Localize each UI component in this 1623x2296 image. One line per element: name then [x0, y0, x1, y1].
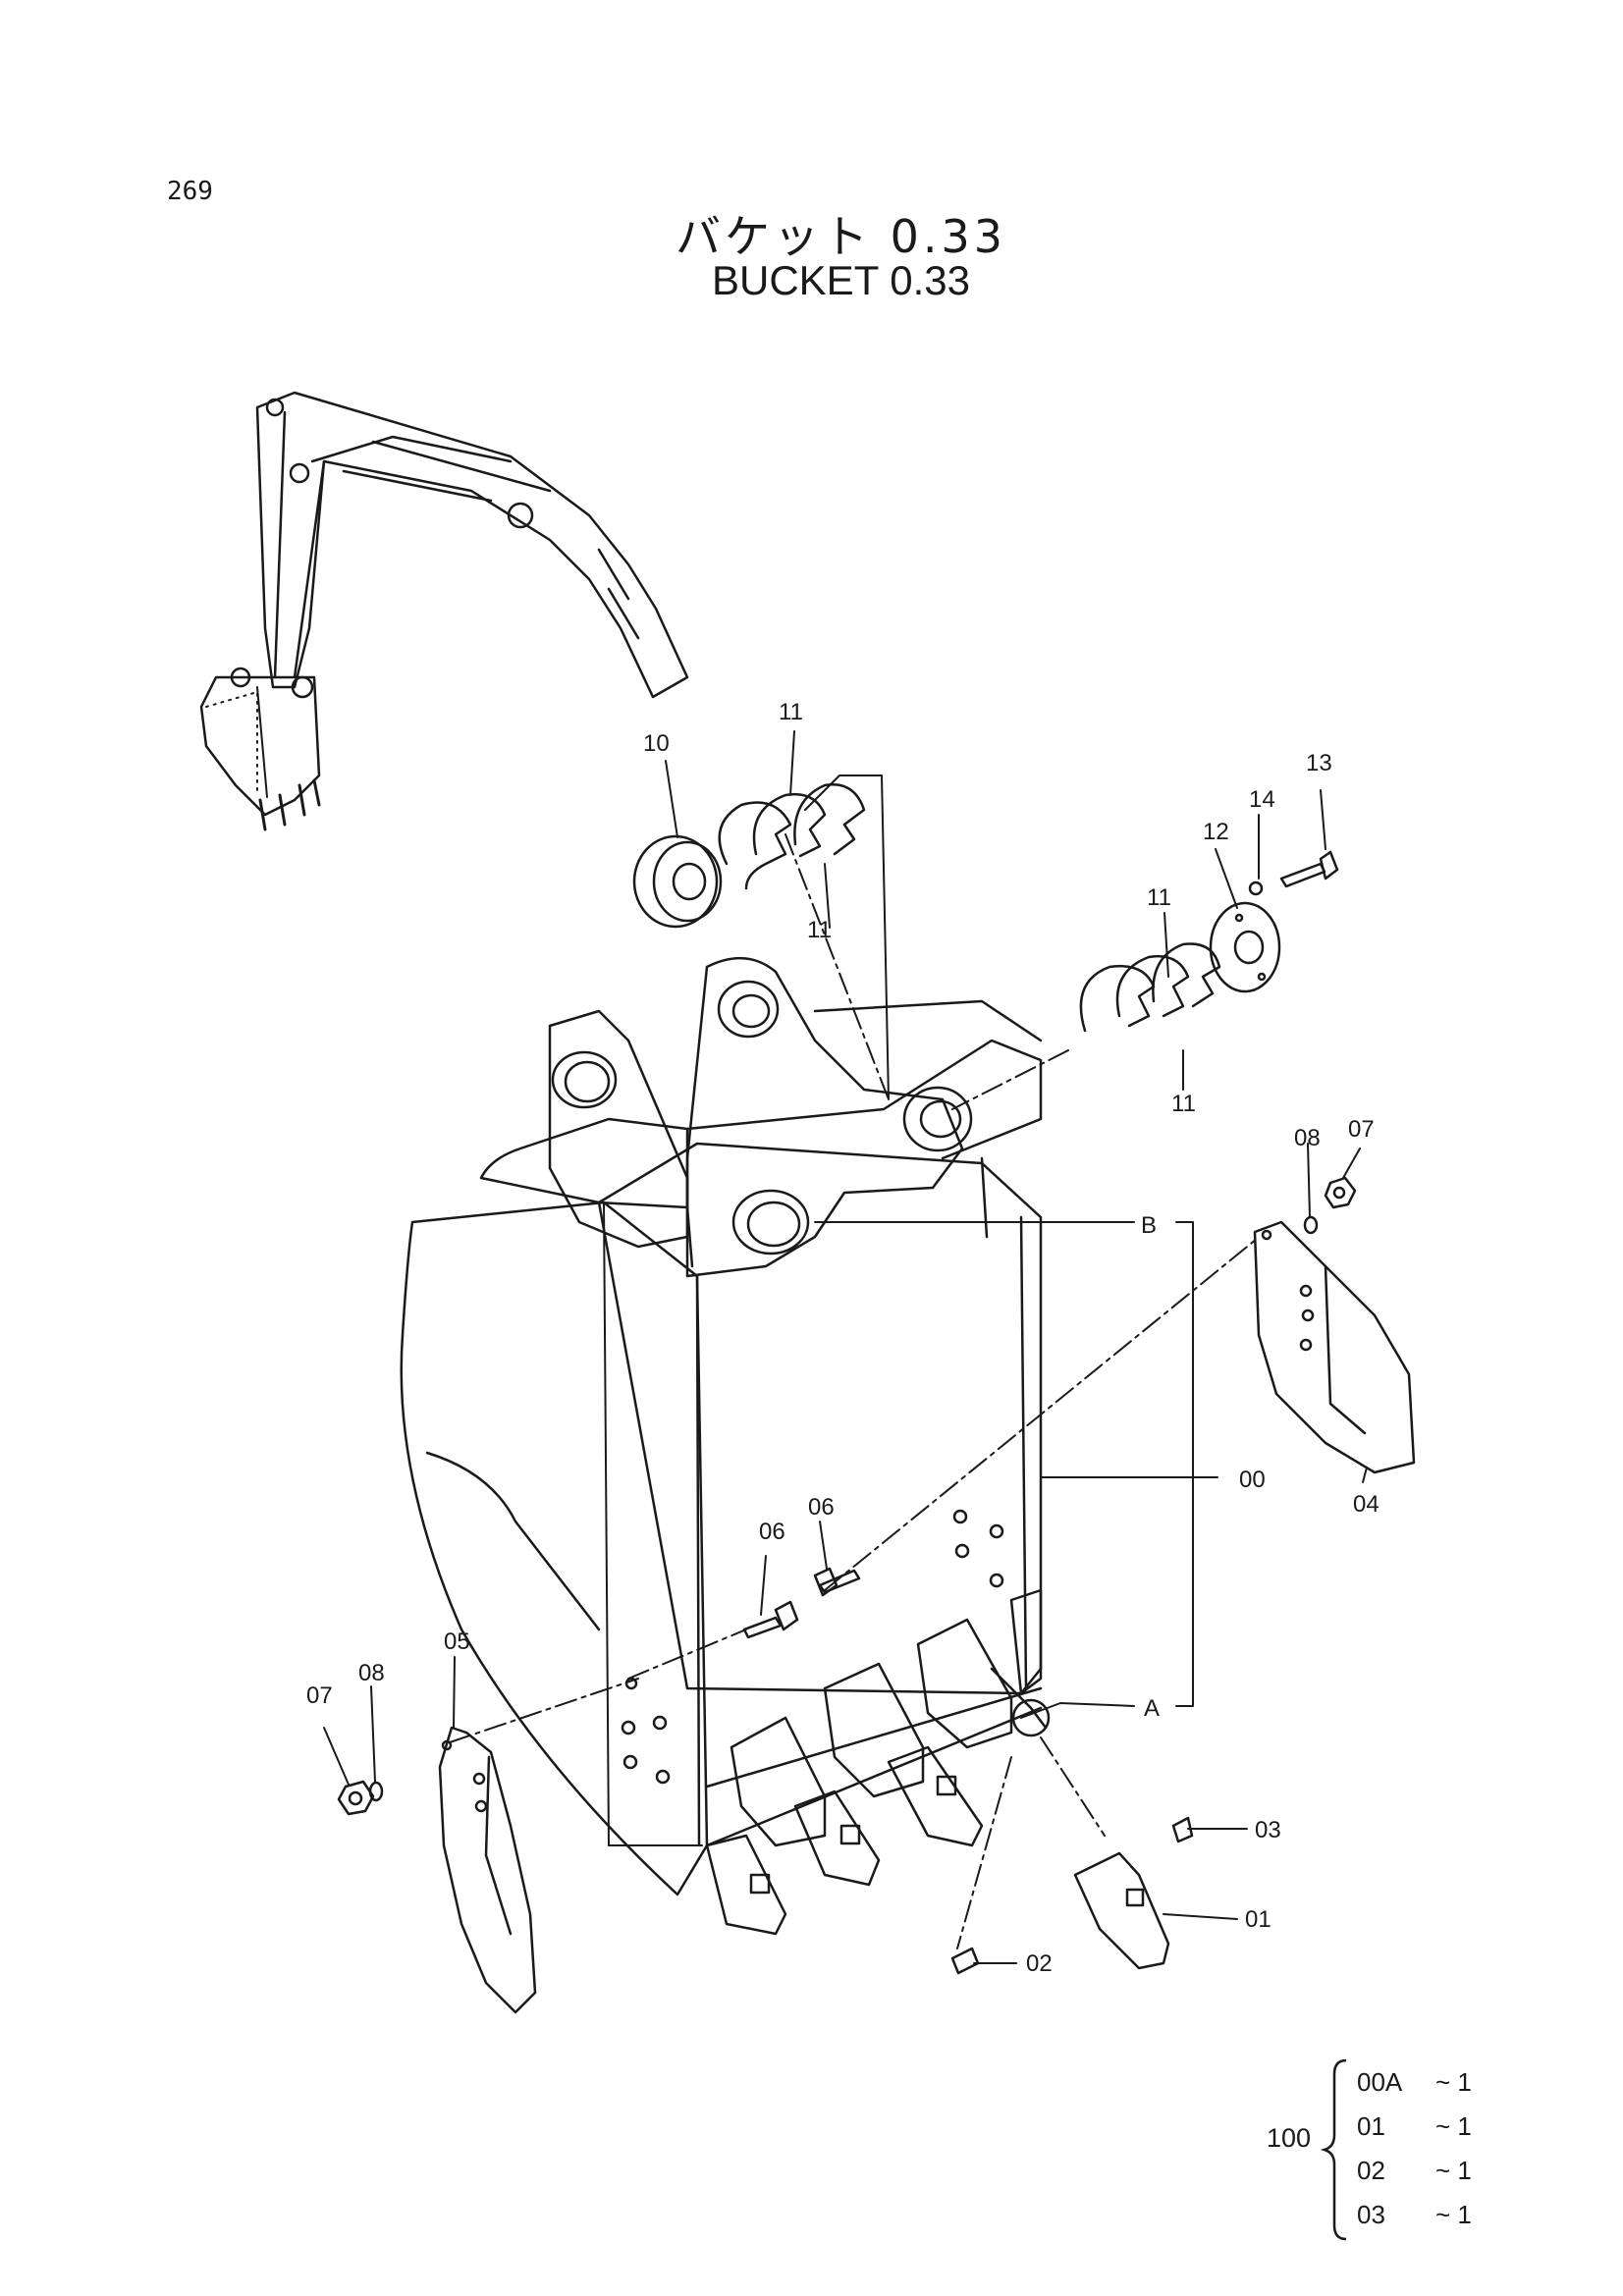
part-01-02-03-tooth-pin-lock	[950, 1816, 1194, 1975]
callout-14: 14	[1249, 786, 1275, 813]
kit-list: 00A~ 1 01~ 1 02~ 1 03~ 1	[1357, 2060, 1472, 2237]
callout-08-right: 08	[1294, 1125, 1321, 1151]
callout-10: 10	[643, 730, 670, 757]
kit-row: 02~ 1	[1357, 2156, 1472, 2185]
side-bolt-holes	[621, 1509, 1004, 1785]
kit-quantity: 100	[1267, 2123, 1312, 2153]
part-12-plate	[1209, 901, 1281, 993]
callout-03: 03	[1255, 1817, 1281, 1843]
callout-06-b: 06	[808, 1494, 835, 1521]
callout-05: 05	[444, 1629, 470, 1655]
part-11-shims-upper	[718, 783, 866, 890]
callout-12: 12	[1203, 819, 1229, 845]
callout-11-d: 11	[1171, 1091, 1196, 1117]
callout-06-a: 06	[759, 1519, 785, 1545]
callout-08-left: 08	[358, 1660, 385, 1686]
callout-11-b: 11	[807, 917, 832, 943]
callout-07-left: 07	[306, 1682, 333, 1709]
part-13-bolt-and-14-washer	[1248, 850, 1339, 896]
callout-13: 13	[1306, 750, 1332, 776]
kit-row: 03~ 1	[1357, 2200, 1472, 2229]
part-06-bolts	[742, 1567, 861, 1639]
part-05-side-cutter	[438, 1726, 537, 2014]
excavator-arm-illustration	[199, 391, 689, 831]
title-japanese: バケット 0.33	[675, 210, 1007, 263]
reference-lines	[804, 774, 1218, 1719]
bucket-body	[400, 1117, 1043, 1896]
part-04-side-cutter	[1253, 1220, 1416, 1474]
callout-07-right: 07	[1348, 1116, 1375, 1143]
callout-11-c: 11	[1147, 884, 1171, 911]
callout-labels: 10 11 11 11 11 12 13 14 07 08 B 00 04 06…	[306, 699, 1380, 1977]
kit-row: 00A~ 1	[1357, 2067, 1472, 2097]
callout-00: 00	[1239, 1467, 1266, 1493]
part-10-washer	[632, 834, 723, 929]
brace-icon	[1321, 2058, 1347, 2241]
bucket-mounting-brackets	[548, 956, 1043, 1278]
part-07-08-nut-washer	[337, 1176, 1357, 1816]
callout-B: B	[1141, 1212, 1157, 1239]
kit-row: 01~ 1	[1357, 2111, 1472, 2141]
callout-02: 02	[1026, 1950, 1053, 1977]
bucket-teeth	[705, 1588, 1051, 1936]
callout-04: 04	[1353, 1491, 1380, 1518]
page-number: 269	[167, 177, 213, 206]
callout-11-a: 11	[779, 699, 803, 725]
title-english: BUCKET 0.33	[711, 257, 970, 303]
callout-01: 01	[1245, 1906, 1271, 1933]
part-11-shims-right	[1079, 942, 1221, 1033]
callout-A: A	[1144, 1695, 1160, 1722]
assembly-kit-table: 100 00A~ 1 01~ 1 02~ 1 03~ 1	[1267, 2056, 1522, 2243]
assembly-center-lines	[449, 833, 1258, 1949]
leader-lines	[323, 730, 1368, 1964]
